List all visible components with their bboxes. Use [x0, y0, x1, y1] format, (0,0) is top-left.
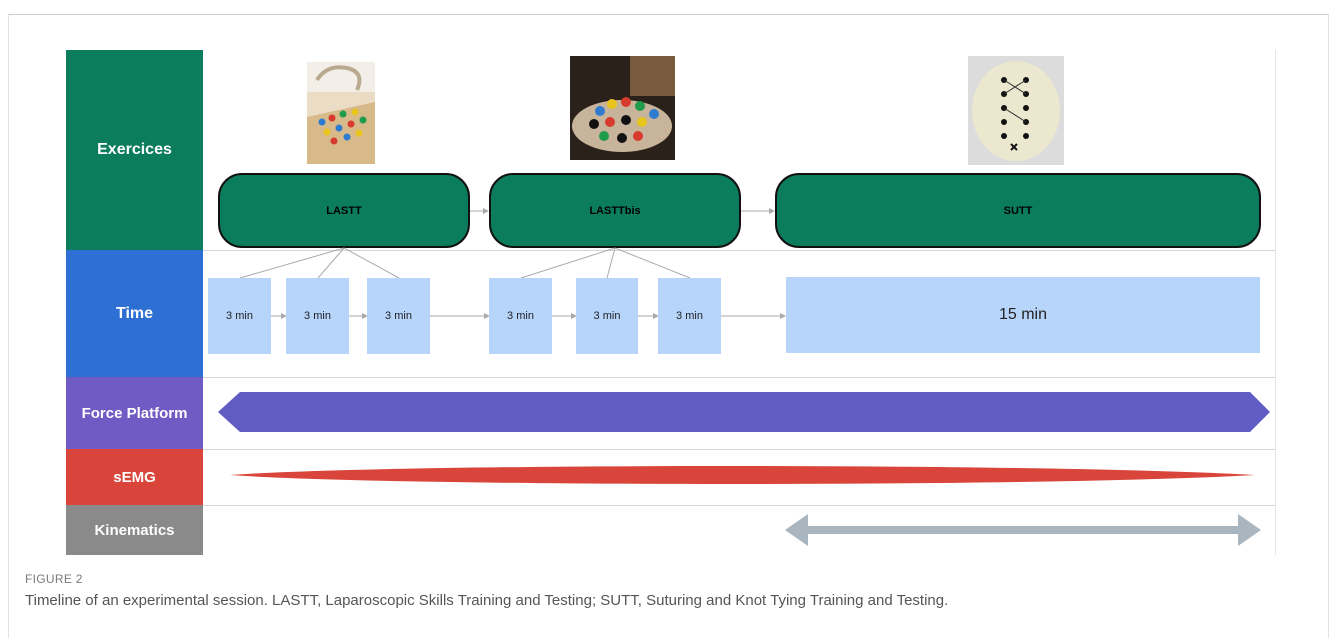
row-label-semg: sEMG: [66, 449, 203, 505]
force-platform-arrow: [218, 392, 1270, 432]
kinematics-arrow: [785, 514, 1261, 546]
time-block-lasttbis-1: 3 min: [489, 278, 552, 354]
exercise-box-lastt: LASTT: [218, 173, 470, 248]
row-label-exercises: Exercices: [66, 50, 203, 250]
time-block-lasttbis-2: 3 min: [576, 278, 638, 354]
lastt-pegboard-photo: [307, 62, 375, 164]
time-block-sutt: 15 min: [786, 277, 1260, 353]
figure-frame: [8, 14, 1329, 638]
lasttbis-pegboard-photo: [570, 56, 675, 160]
time-block-lastt-3: 3 min: [367, 278, 430, 354]
time-block-lasttbis-3: 3 min: [658, 278, 721, 354]
row-label-force-platform: Force Platform: [66, 377, 203, 449]
sutt-suture-pad-photo: [968, 56, 1064, 165]
exercise-box-sutt: SUTT: [775, 173, 1261, 248]
time-block-lastt-2: 3 min: [286, 278, 349, 354]
row-label-time: Time: [66, 250, 203, 377]
exercise-box-lasttbis: LASTTbis: [489, 173, 741, 248]
grid-edge: [1275, 50, 1276, 555]
row-divider: [203, 377, 1276, 378]
row-label-kinematics: Kinematics: [66, 505, 203, 555]
row-divider: [203, 505, 1276, 506]
row-divider: [203, 449, 1276, 450]
row-divider: [203, 250, 1276, 251]
figure-caption: Timeline of an experimental session. LAS…: [25, 592, 949, 609]
time-block-lastt-1: 3 min: [208, 278, 271, 354]
semg-bar: [230, 466, 1255, 484]
figure-label: FIGURE 2: [25, 572, 83, 586]
